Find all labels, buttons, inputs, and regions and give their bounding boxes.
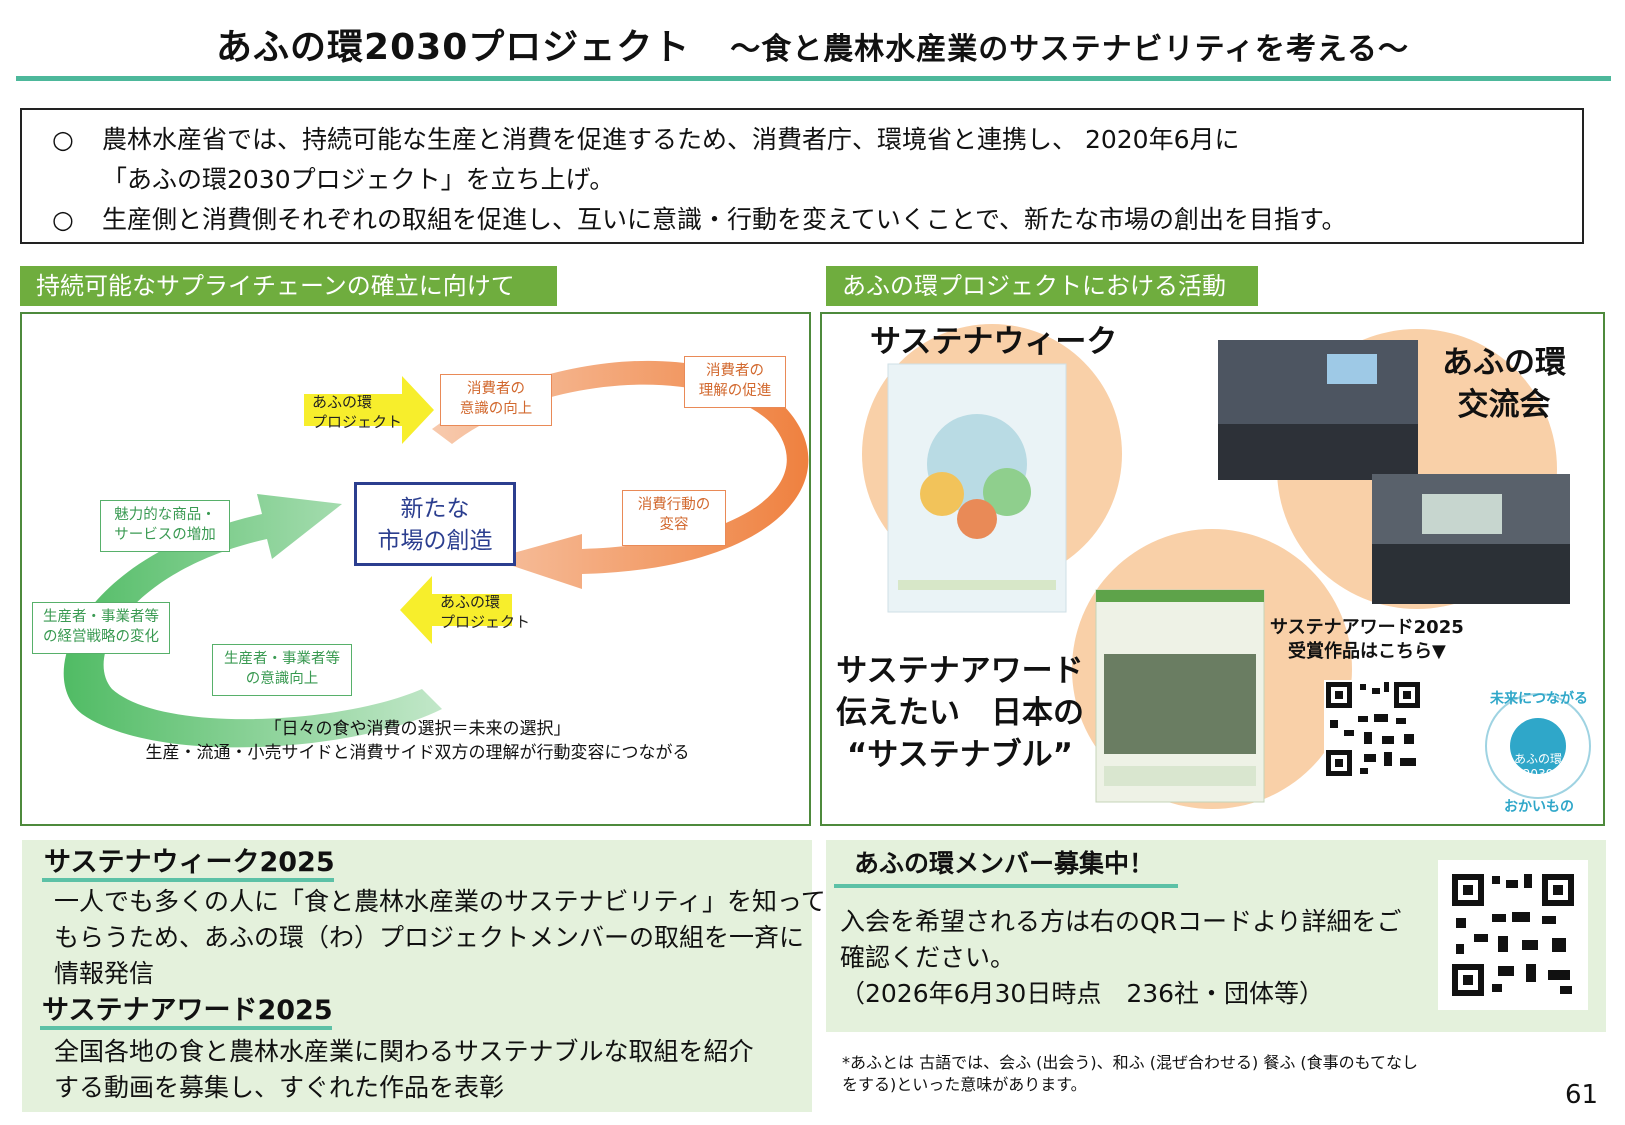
member-panel: あふの環メンバー募集中！ 入会を希望される方は右のQRコードより詳細をご 確認く… bbox=[826, 840, 1606, 1032]
member-title: あふの環メンバー募集中！ bbox=[854, 849, 1155, 878]
sustaina-panel: サステナウィーク2025 一人でも多くの人に「食と農林水産業のサステナビリティ」… bbox=[22, 840, 826, 1112]
sustainaaward-title: サステナアワード2025 bbox=[42, 995, 333, 1026]
logo-ring-bottom: おかいもの bbox=[1504, 799, 1574, 815]
logo-ring-top: 未来につながる bbox=[1490, 691, 1588, 707]
sustainaaward-body: 全国各地の食と農林水産業に関わるサステナブルな取組を紹介 する動画を募集し、すぐ… bbox=[54, 1037, 754, 1102]
cycle-diagram-panel: あふの環プロジェクト あふの環プロジェクト 消費者の意識の向上 消費者の理解の促… bbox=[20, 312, 811, 826]
page-title: あふの環2030プロジェクト ～食と農林水産業のサステナビリティを考える～ bbox=[0, 18, 1625, 70]
sustainaweek-title: サステナウィーク2025 bbox=[44, 847, 335, 878]
member-body: 入会を希望される方は右のQRコードより詳細をご 確認ください。 （2026年6月… bbox=[840, 907, 1402, 1008]
award-qr-code[interactable] bbox=[1324, 680, 1422, 778]
intro-box: ○農林水産省では、持続可能な生産と消費を促進するため、消費者庁、環境省と連携し、… bbox=[20, 108, 1584, 244]
bullet-circle-icon: ○ bbox=[52, 205, 74, 234]
new-market-box: 新たな市場の創造 bbox=[354, 482, 516, 566]
project-badge-bottom: あふの環プロジェクト bbox=[440, 593, 531, 631]
consumer-behavior-box: 消費行動の変容 bbox=[622, 490, 726, 546]
title-divider bbox=[16, 76, 1611, 81]
yellow-arrow-bottom bbox=[400, 576, 512, 644]
koryukai-label: あふの環交流会 bbox=[1442, 345, 1566, 423]
attractive-products-box: 魅力的な商品・サービスの増加 bbox=[100, 500, 230, 552]
diagram-caption-1: 「日々の食や消費の選択＝未来の選択」 bbox=[264, 719, 571, 739]
activities-graphics bbox=[862, 324, 1591, 809]
green-cycle-arrow bbox=[63, 494, 442, 748]
award-title-underline bbox=[40, 1026, 332, 1030]
consumer-understanding-box: 消費者の理解の促進 bbox=[684, 356, 786, 408]
member-title-underline bbox=[834, 884, 1178, 888]
consumer-awareness-box: 消費者の意識の向上 bbox=[440, 374, 552, 426]
producer-awareness-box: 生産者・事業者等の意識向上 bbox=[212, 644, 352, 696]
sustainaweek-body: 一人でも多くの人に「食と農林水産業のサステナビリティ」を知って もらうため、あふ… bbox=[54, 887, 826, 988]
member-qr-code[interactable] bbox=[1438, 860, 1588, 1010]
award-label: サステナアワード 伝えたい 日本の “サステナブル” bbox=[836, 653, 1084, 773]
bullet-circle-icon: ○ bbox=[52, 125, 74, 154]
project-badge-top: あふの環プロジェクト bbox=[312, 393, 403, 431]
sustainaweek-label: サステナウィーク bbox=[870, 324, 1118, 360]
project-title: あふの環2030プロジェクト bbox=[216, 27, 691, 68]
intro-bullet-1: ○農林水産省では、持続可能な生産と消費を促進するため、消費者庁、環境省と連携し、… bbox=[52, 120, 1552, 160]
supply-chain-heading: 持続可能なサプライチェーンの確立に向けて bbox=[20, 266, 557, 306]
footnote: *あふとは 古語では、会ふ (出会う)、和ふ (混ぜ合わせる) 餐ふ (食事のも… bbox=[842, 1053, 1419, 1094]
yellow-arrow-top bbox=[304, 376, 434, 444]
intro-bullet-2: ○生産側と消費側それぞれの取組を促進し、互いに意識・行動を変えていくことで、新た… bbox=[52, 200, 1552, 240]
activities-panel: サステナウィーク あふの環交流会 サステナアワード 伝えたい 日本の “サステナ… bbox=[820, 312, 1605, 826]
diagram-caption-2: 生産・流通・小売サイドと消費サイド双方の理解が行動変容につながる bbox=[145, 743, 690, 763]
producer-strategy-box: 生産者・事業者等の経営戦略の変化 bbox=[32, 602, 170, 654]
project-subtitle: ～食と農林水産業のサステナビリティを考える～ bbox=[730, 32, 1409, 67]
activities-heading: あふの環プロジェクトにおける活動 bbox=[826, 266, 1258, 306]
week-title-underline bbox=[42, 878, 334, 882]
page-number: 61 bbox=[1565, 1080, 1599, 1110]
intro-bullet-1-cont: 「あふの環2030プロジェクト」を立ち上げ。 bbox=[102, 165, 615, 194]
